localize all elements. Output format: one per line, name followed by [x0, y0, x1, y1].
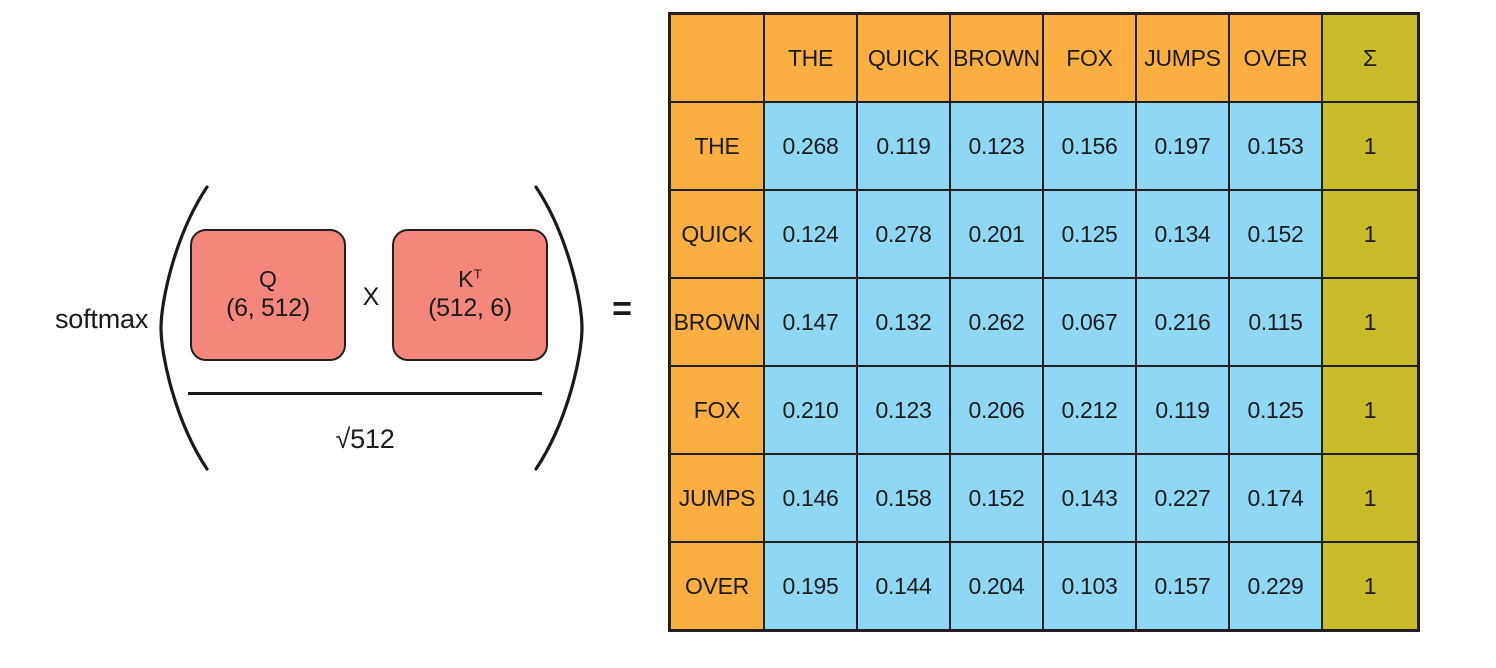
attention-value-cell: 0.146 — [764, 454, 857, 542]
row-header-brown: BROWN — [670, 278, 764, 366]
column-header-fox: FOX — [1043, 14, 1136, 102]
attention-value-cell: 0.119 — [1136, 366, 1229, 454]
attention-value-cell: 0.132 — [857, 278, 950, 366]
key-matrix-symbol: KT — [458, 266, 482, 293]
table-corner-cell — [670, 14, 764, 102]
attention-value-cell: 0.156 — [1043, 102, 1136, 190]
transpose-superscript: T — [473, 266, 482, 282]
query-matrix-box: Q (6, 512) — [190, 229, 346, 361]
fraction-bar — [188, 392, 542, 395]
key-matrix-shape: (512, 6) — [428, 294, 512, 323]
multiplication-operator: X — [362, 283, 380, 311]
attention-value-cell: 0.115 — [1229, 278, 1322, 366]
row-header-over: OVER — [670, 542, 764, 630]
row-header-fox: FOX — [670, 366, 764, 454]
attention-value-cell: 0.119 — [857, 102, 950, 190]
attention-value-cell: 0.125 — [1043, 190, 1136, 278]
attention-value-cell: 0.201 — [950, 190, 1043, 278]
equals-operator: = — [612, 290, 632, 328]
attention-value-cell: 0.229 — [1229, 542, 1322, 630]
attention-value-cell: 0.278 — [857, 190, 950, 278]
row-header-quick: QUICK — [670, 190, 764, 278]
sum-column-header: Σ — [1322, 14, 1418, 102]
attention-value-cell: 0.195 — [764, 542, 857, 630]
attention-value-cell: 0.158 — [857, 454, 950, 542]
column-header-quick: QUICK — [857, 14, 950, 102]
attention-value-cell: 0.152 — [1229, 190, 1322, 278]
row-sum-cell: 1 — [1322, 454, 1418, 542]
row-sum-cell: 1 — [1322, 102, 1418, 190]
attention-value-cell: 0.144 — [857, 542, 950, 630]
softmax-label: softmax — [55, 304, 149, 334]
column-header-the: THE — [764, 14, 857, 102]
attention-value-cell: 0.210 — [764, 366, 857, 454]
attention-value-cell: 0.227 — [1136, 454, 1229, 542]
attention-value-cell: 0.204 — [950, 542, 1043, 630]
attention-value-cell: 0.067 — [1043, 278, 1136, 366]
attention-value-cell: 0.134 — [1136, 190, 1229, 278]
attention-value-cell: 0.153 — [1229, 102, 1322, 190]
row-sum-cell: 1 — [1322, 190, 1418, 278]
softmax-formula-panel: softmax Q (6, 512) X KT (512, 6) √512 = — [0, 0, 660, 668]
query-matrix-symbol: Q — [258, 266, 278, 293]
row-header-jumps: JUMPS — [670, 454, 764, 542]
attention-value-cell: 0.212 — [1043, 366, 1136, 454]
column-header-brown: BROWN — [950, 14, 1043, 102]
row-sum-cell: 1 — [1322, 542, 1418, 630]
row-header-the: THE — [670, 102, 764, 190]
key-transpose-matrix-box: KT (512, 6) — [392, 229, 548, 361]
attention-value-cell: 0.143 — [1043, 454, 1136, 542]
denominator-sqrt-512: √512 — [335, 424, 395, 454]
attention-value-cell: 0.103 — [1043, 542, 1136, 630]
row-sum-cell: 1 — [1322, 278, 1418, 366]
attention-value-cell: 0.262 — [950, 278, 1043, 366]
left-parenthesis-icon — [155, 183, 215, 473]
attention-value-cell: 0.157 — [1136, 542, 1229, 630]
attention-value-cell: 0.216 — [1136, 278, 1229, 366]
attention-value-cell: 0.123 — [950, 102, 1043, 190]
attention-value-cell: 0.206 — [950, 366, 1043, 454]
attention-value-cell: 0.125 — [1229, 366, 1322, 454]
attention-value-cell: 0.268 — [764, 102, 857, 190]
right-parenthesis-icon — [528, 183, 588, 473]
attention-value-cell: 0.124 — [764, 190, 857, 278]
column-header-jumps: JUMPS — [1136, 14, 1229, 102]
attention-value-cell: 0.152 — [950, 454, 1043, 542]
attention-value-cell: 0.123 — [857, 366, 950, 454]
attention-value-cell: 0.197 — [1136, 102, 1229, 190]
attention-value-cell: 0.147 — [764, 278, 857, 366]
query-matrix-shape: (6, 512) — [226, 294, 310, 323]
column-header-over: OVER — [1229, 14, 1322, 102]
attention-value-cell: 0.174 — [1229, 454, 1322, 542]
row-sum-cell: 1 — [1322, 366, 1418, 454]
